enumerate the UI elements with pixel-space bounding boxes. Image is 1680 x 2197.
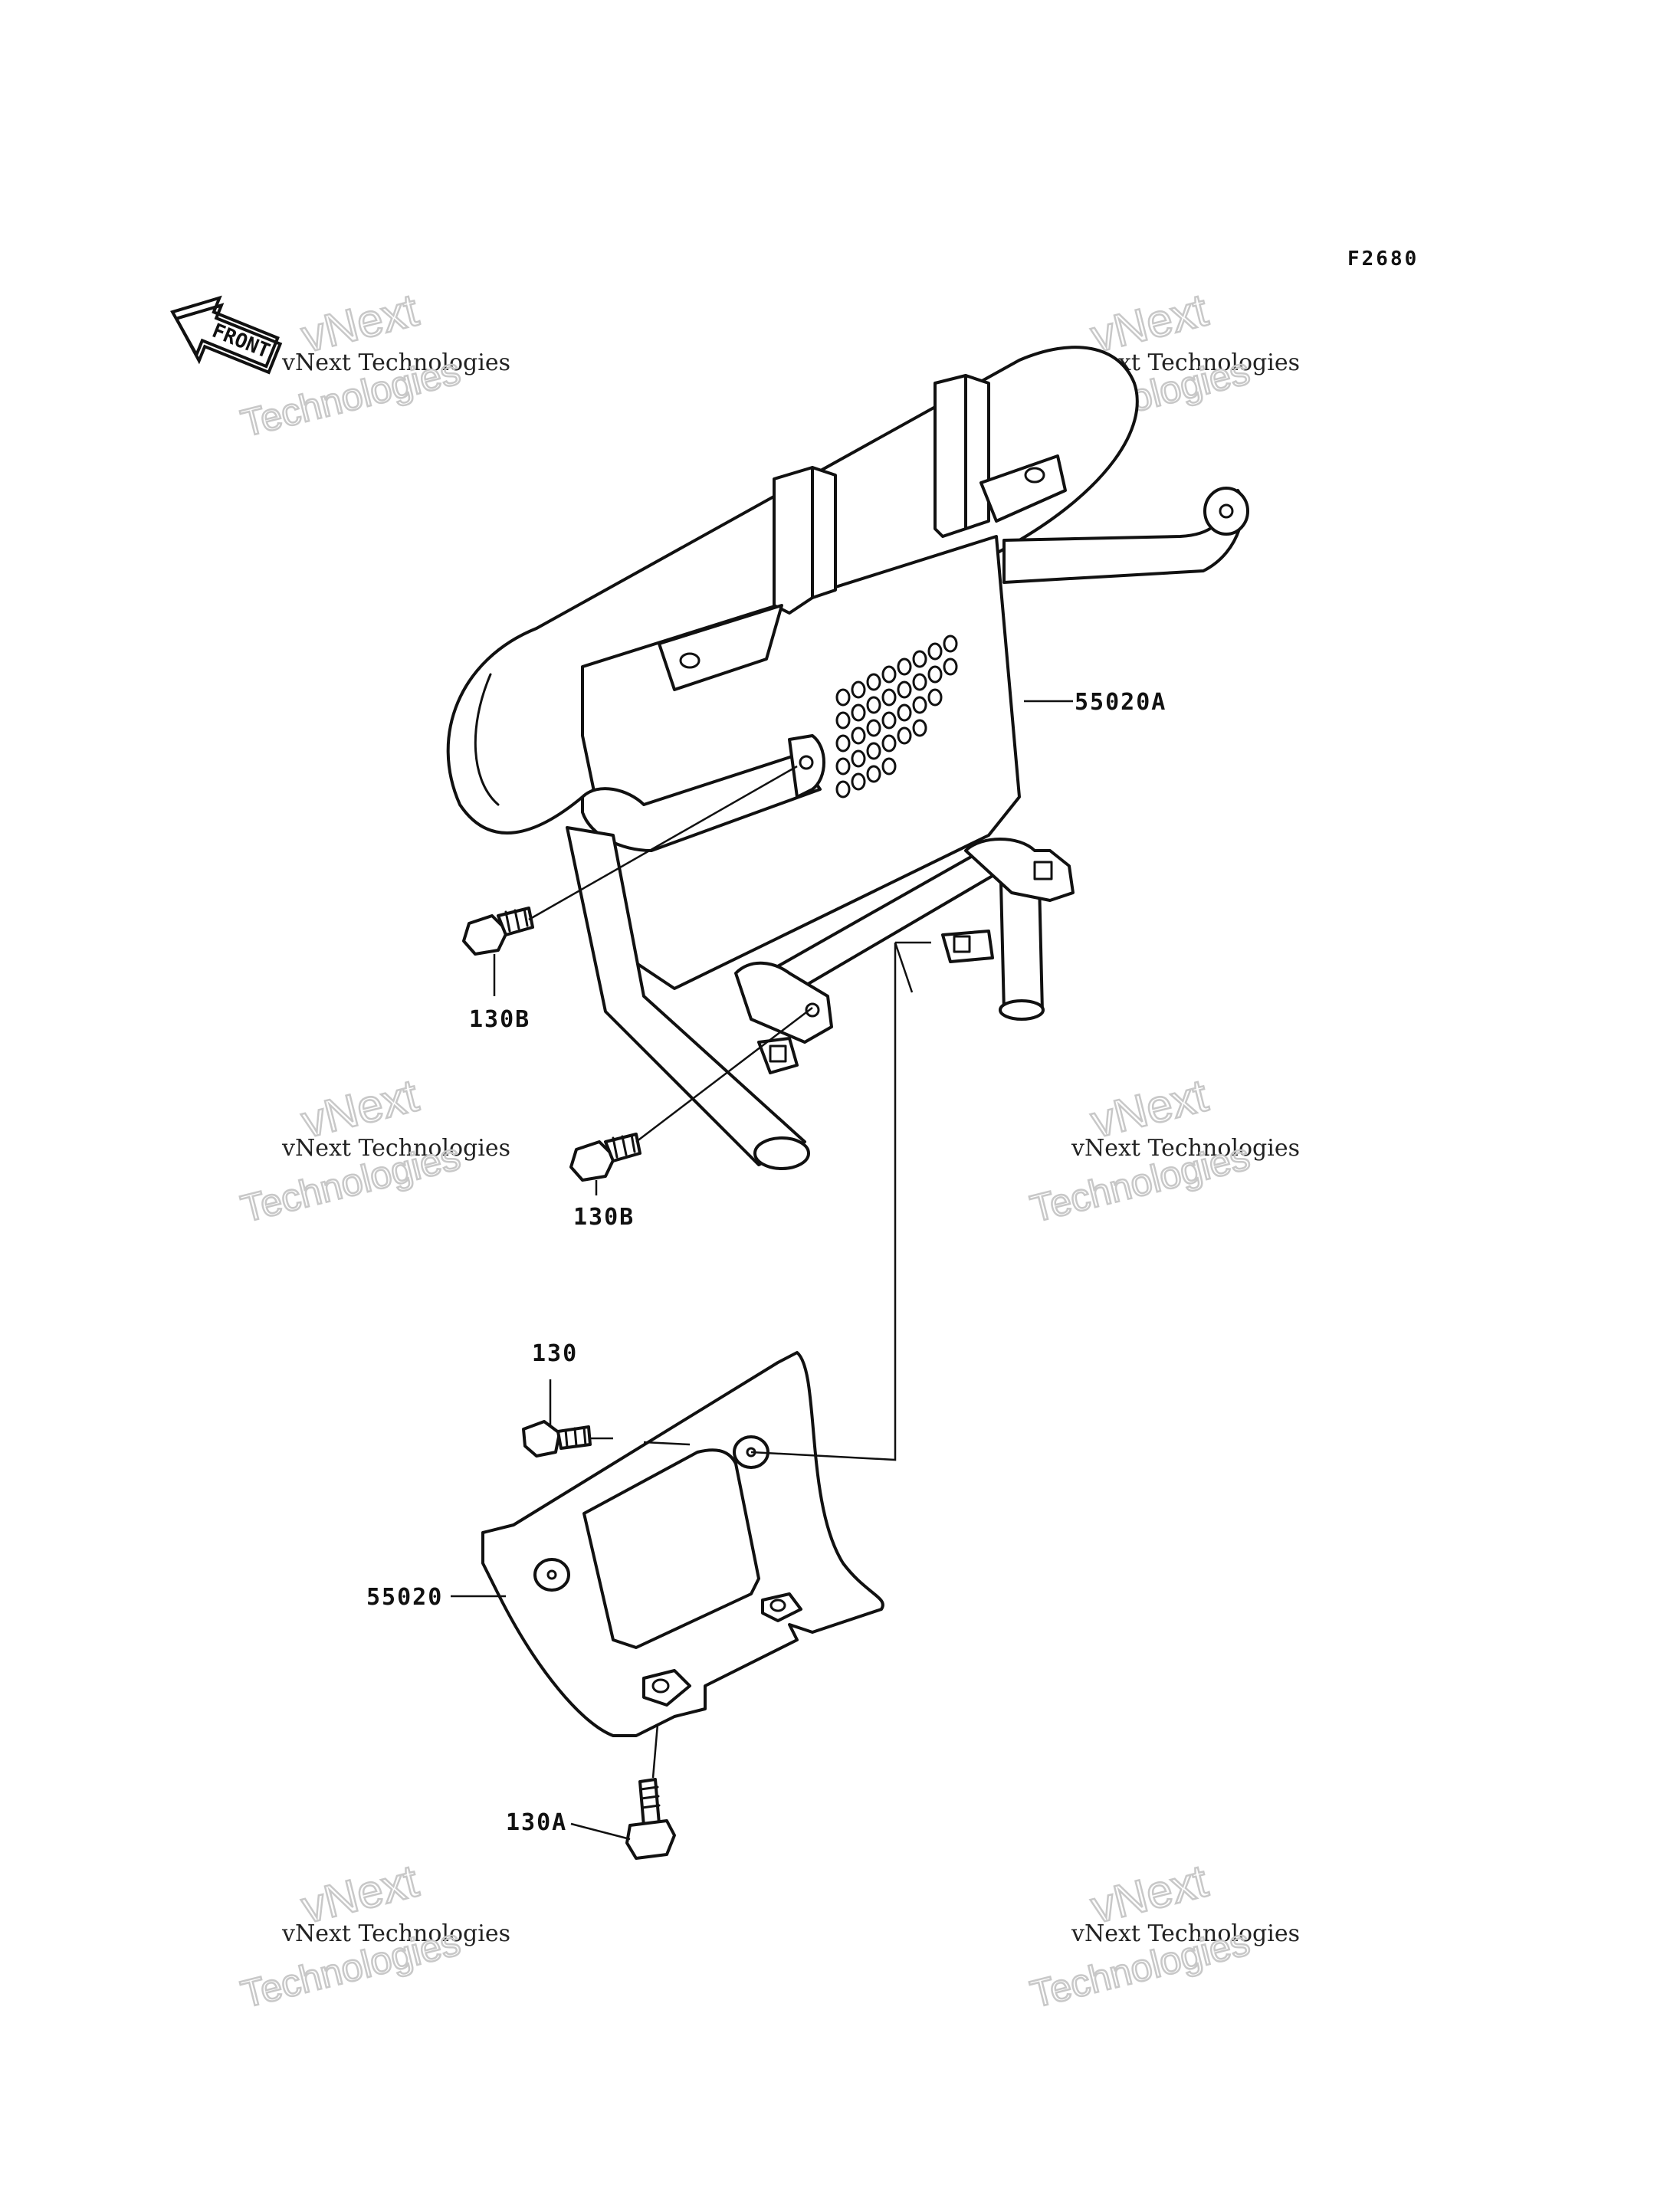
- callout-55020: 55020: [366, 1584, 443, 1611]
- bolt-130a: [625, 1778, 676, 1860]
- skid-plate: [481, 1351, 884, 1737]
- watermark-bottom-left: vNext vNext Technologies Technologies: [236, 1854, 510, 2017]
- watermark-top-left: vNext vNext Technologies Technologies: [236, 283, 510, 446]
- mesh-grid: [835, 635, 958, 798]
- watermark-bottom-right: vNext vNext Technologies Technologies: [1025, 1854, 1300, 2017]
- bolt-130b-upper: [462, 907, 534, 956]
- front-bumper-guard: [446, 346, 1249, 1170]
- figure-code: F2680: [1347, 248, 1419, 271]
- bolt-130: [522, 1420, 592, 1458]
- svg-text:vNext Technologies: vNext Technologies: [281, 349, 510, 376]
- callout-130: 130: [532, 1340, 578, 1367]
- bolt-130b-lower: [569, 1133, 641, 1182]
- watermark-middle-left: vNext vNext Technologies Technologies: [236, 1068, 510, 1231]
- svg-text:vNext Technologies: vNext Technologies: [281, 1135, 510, 1162]
- callout-130b-upper: 130B: [469, 1006, 530, 1033]
- svg-text:vNext Technologies: vNext Technologies: [281, 1920, 510, 1947]
- svg-text:vNext Technologies: vNext Technologies: [1071, 1920, 1300, 1947]
- callout-130b-lower: 130B: [573, 1204, 635, 1231]
- callout-130a: 130A: [506, 1809, 567, 1836]
- svg-text:vNext Technologies: vNext Technologies: [1071, 1135, 1300, 1162]
- watermark-middle-right: vNext vNext Technologies Technologies: [1025, 1068, 1300, 1231]
- front-arrow-icon: FRONT: [170, 295, 283, 375]
- callout-55020a: 55020A: [1075, 689, 1166, 716]
